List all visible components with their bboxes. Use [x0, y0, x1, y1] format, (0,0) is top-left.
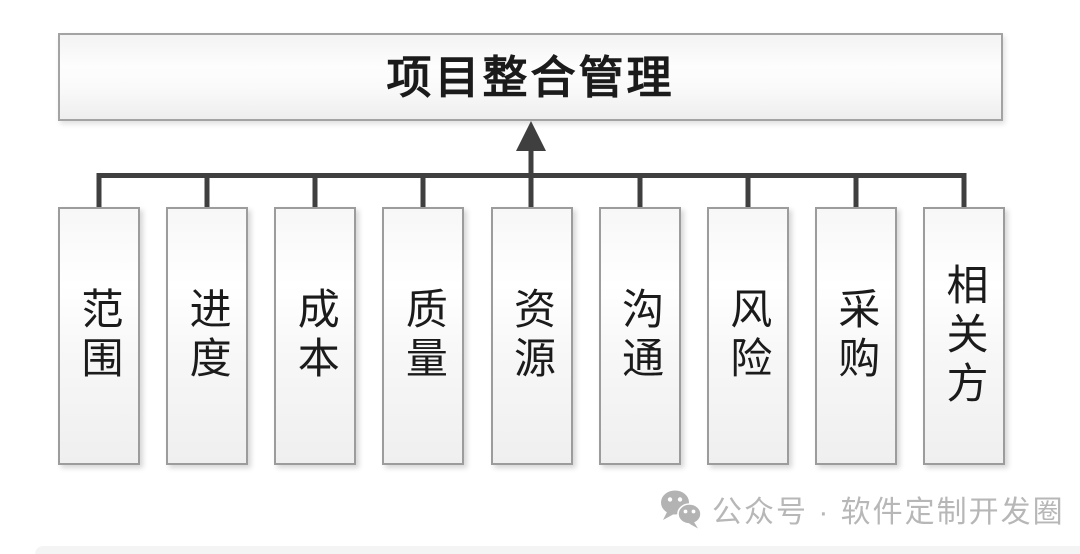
node-procurement: 采购 [814, 207, 897, 465]
node-risk: 风险 [706, 207, 789, 465]
node-label: 资源 [508, 287, 556, 385]
root-node-project-integration: 项目整合管理 [58, 33, 1003, 121]
node-quality: 质量 [382, 207, 465, 465]
bottom-strip [35, 546, 1080, 554]
wechat-icon [661, 490, 702, 529]
node-stakeholders: 相关方 [923, 207, 1005, 465]
node-label: 进度 [184, 287, 232, 385]
node-label: 采购 [832, 287, 880, 385]
node-resources: 资源 [490, 207, 573, 465]
children-row: 范围 进度 成本 质量 资源 沟通 风险 采购 相关方 [58, 207, 1005, 465]
watermark: 公众号 · 软件定制开发圈 [660, 488, 1065, 530]
node-label: 风险 [724, 287, 772, 385]
root-node-label: 项目整合管理 [386, 51, 675, 103]
node-label: 沟通 [616, 287, 664, 385]
up-arrow-icon [516, 121, 546, 178]
node-schedule: 进度 [166, 207, 249, 465]
node-scope: 范围 [58, 207, 140, 465]
node-label: 范围 [76, 287, 123, 385]
node-cost: 成本 [274, 207, 357, 465]
node-label: 成本 [292, 287, 340, 385]
node-label: 相关方 [941, 262, 988, 410]
watermark-text: 公众号 · 软件定制开发圈 [712, 496, 1065, 529]
node-label: 质量 [400, 287, 448, 385]
node-communication: 沟通 [598, 207, 681, 465]
